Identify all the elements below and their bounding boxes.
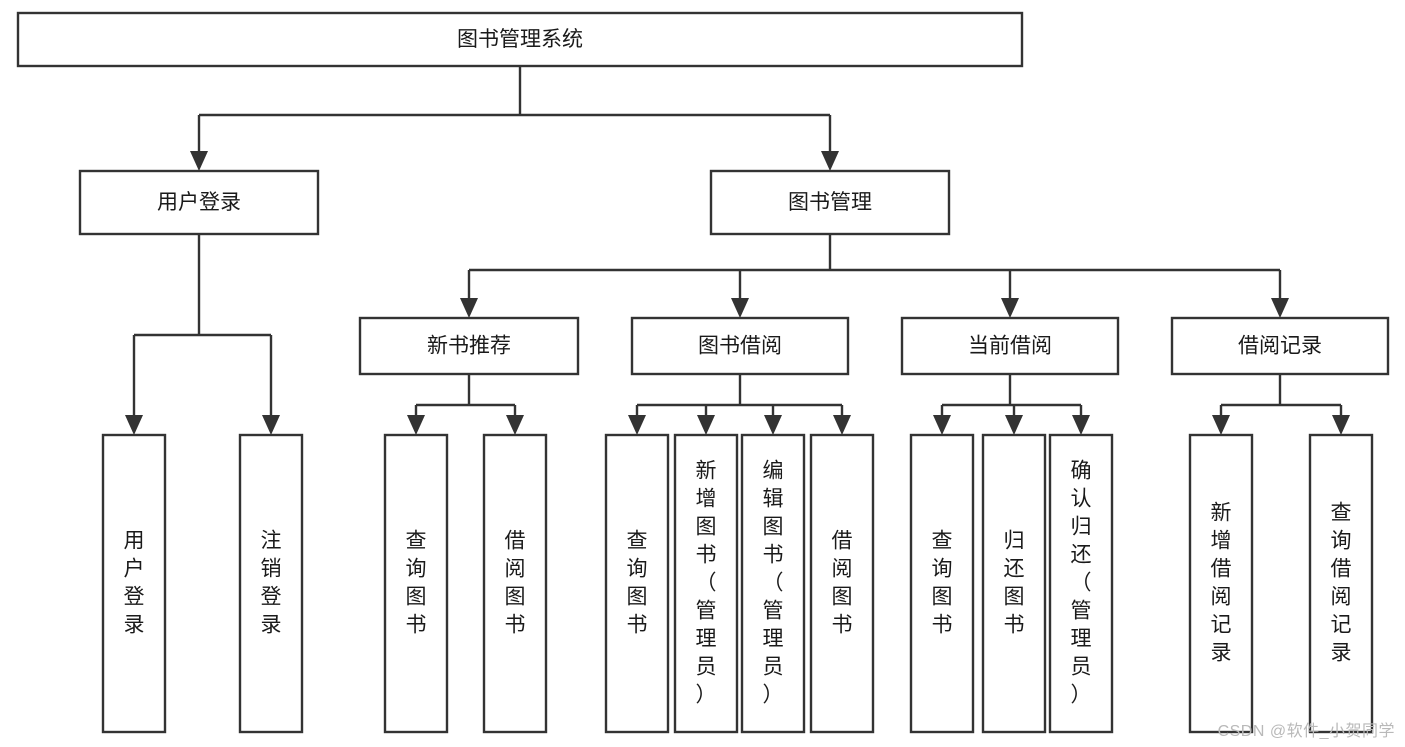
node-leaf-add-borrow-record[interactable]: 新增借阅记录	[1188, 433, 1254, 734]
arrow-head	[262, 415, 280, 435]
node-box-leaf-add-borrow-record	[1188, 433, 1254, 734]
arrow-head	[731, 298, 749, 318]
arrow-head	[821, 151, 839, 171]
arrow-head	[1212, 415, 1230, 435]
node-leaf-query-book-borrow[interactable]: 查询图书	[604, 433, 670, 734]
node-box-leaf-query-book-borrow	[604, 433, 670, 734]
node-label-leaf-add-borrow-record: 新增借阅记录	[1211, 502, 1232, 665]
arrow-head	[506, 415, 524, 435]
node-label-leaf-user-login: 用户登录	[124, 530, 145, 637]
node-label-leaf-confirm-return: 确认归还（管理员）	[1071, 460, 1092, 707]
node-label-leaf-add-book: 新增图书（管理员）	[696, 460, 717, 707]
node-label-leaf-return-book: 归还图书	[1004, 530, 1025, 637]
node-leaf-return-book[interactable]: 归还图书	[981, 433, 1047, 734]
node-label-leaf-query-book-borrow: 查询图书	[627, 530, 648, 637]
arrow-head	[833, 415, 851, 435]
node-layer: 图书管理系统用户登录图书管理新书推荐图书借阅当前借阅借阅记录用户登录注销登录查询…	[16, 11, 1390, 734]
node-box-leaf-query-book-current	[909, 433, 975, 734]
node-label-borrow-record: 借阅记录	[1238, 335, 1322, 358]
arrow-head	[628, 415, 646, 435]
node-leaf-confirm-return[interactable]: 确认归还（管理员）	[1048, 433, 1114, 734]
node-box-leaf-query-book-recommend	[383, 433, 449, 734]
node-box-user-login	[78, 169, 320, 236]
node-label-leaf-borrow-book-recommend: 借阅图书	[505, 530, 526, 637]
arrow-head	[1271, 298, 1289, 318]
node-label-book-borrow: 图书借阅	[698, 335, 782, 358]
node-current-borrow[interactable]: 当前借阅	[900, 316, 1120, 376]
node-leaf-user-login[interactable]: 用户登录	[101, 433, 167, 734]
node-root[interactable]: 图书管理系统	[16, 11, 1024, 68]
node-box-leaf-confirm-return	[1048, 433, 1114, 734]
node-box-new-book-recommend	[358, 316, 580, 376]
node-label-leaf-edit-book: 编辑图书（管理员）	[763, 460, 784, 707]
node-borrow-record[interactable]: 借阅记录	[1170, 316, 1390, 376]
arrow-head	[407, 415, 425, 435]
node-book-manage[interactable]: 图书管理	[709, 169, 951, 236]
arrow-head	[190, 151, 208, 171]
node-label-root: 图书管理系统	[457, 28, 583, 51]
arrow-head	[1001, 298, 1019, 318]
arrow-head	[125, 415, 143, 435]
connector-layer	[125, 66, 1350, 435]
node-box-book-manage	[709, 169, 951, 236]
arrow-head	[1332, 415, 1350, 435]
node-box-leaf-borrow-book-recommend	[482, 433, 548, 734]
node-user-login[interactable]: 用户登录	[78, 169, 320, 236]
node-leaf-logout[interactable]: 注销登录	[238, 433, 304, 734]
arrow-head	[1072, 415, 1090, 435]
node-box-borrow-record	[1170, 316, 1390, 376]
node-box-root	[16, 11, 1024, 68]
node-box-leaf-edit-book	[740, 433, 806, 734]
arrow-head	[764, 415, 782, 435]
node-leaf-borrow-book[interactable]: 借阅图书	[809, 433, 875, 734]
node-label-book-manage: 图书管理	[788, 191, 872, 214]
node-box-leaf-logout	[238, 433, 304, 734]
node-label-leaf-query-book-current: 查询图书	[932, 530, 953, 637]
node-box-leaf-query-borrow-record	[1308, 433, 1374, 734]
node-label-new-book-recommend: 新书推荐	[427, 335, 511, 358]
node-box-leaf-add-book	[673, 433, 739, 734]
node-book-borrow[interactable]: 图书借阅	[630, 316, 850, 376]
node-leaf-borrow-book-recommend[interactable]: 借阅图书	[482, 433, 548, 734]
node-label-leaf-borrow-book: 借阅图书	[832, 530, 853, 637]
node-leaf-edit-book[interactable]: 编辑图书（管理员）	[740, 433, 806, 734]
node-leaf-add-book[interactable]: 新增图书（管理员）	[673, 433, 739, 734]
node-leaf-query-borrow-record[interactable]: 查询借阅记录	[1308, 433, 1374, 734]
node-leaf-query-book-recommend[interactable]: 查询图书	[383, 433, 449, 734]
node-label-leaf-query-book-recommend: 查询图书	[406, 530, 427, 637]
arrow-head	[933, 415, 951, 435]
node-new-book-recommend[interactable]: 新书推荐	[358, 316, 580, 376]
node-box-book-borrow	[630, 316, 850, 376]
node-label-current-borrow: 当前借阅	[968, 335, 1052, 358]
node-box-leaf-return-book	[981, 433, 1047, 734]
arrow-head	[1005, 415, 1023, 435]
node-label-leaf-logout: 注销登录	[261, 530, 282, 637]
arrow-head	[697, 415, 715, 435]
arrow-head	[460, 298, 478, 318]
node-label-user-login: 用户登录	[157, 191, 241, 214]
node-box-leaf-user-login	[101, 433, 167, 734]
node-box-current-borrow	[900, 316, 1120, 376]
node-box-leaf-borrow-book	[809, 433, 875, 734]
node-label-leaf-query-borrow-record: 查询借阅记录	[1331, 502, 1352, 665]
node-leaf-query-book-current[interactable]: 查询图书	[909, 433, 975, 734]
